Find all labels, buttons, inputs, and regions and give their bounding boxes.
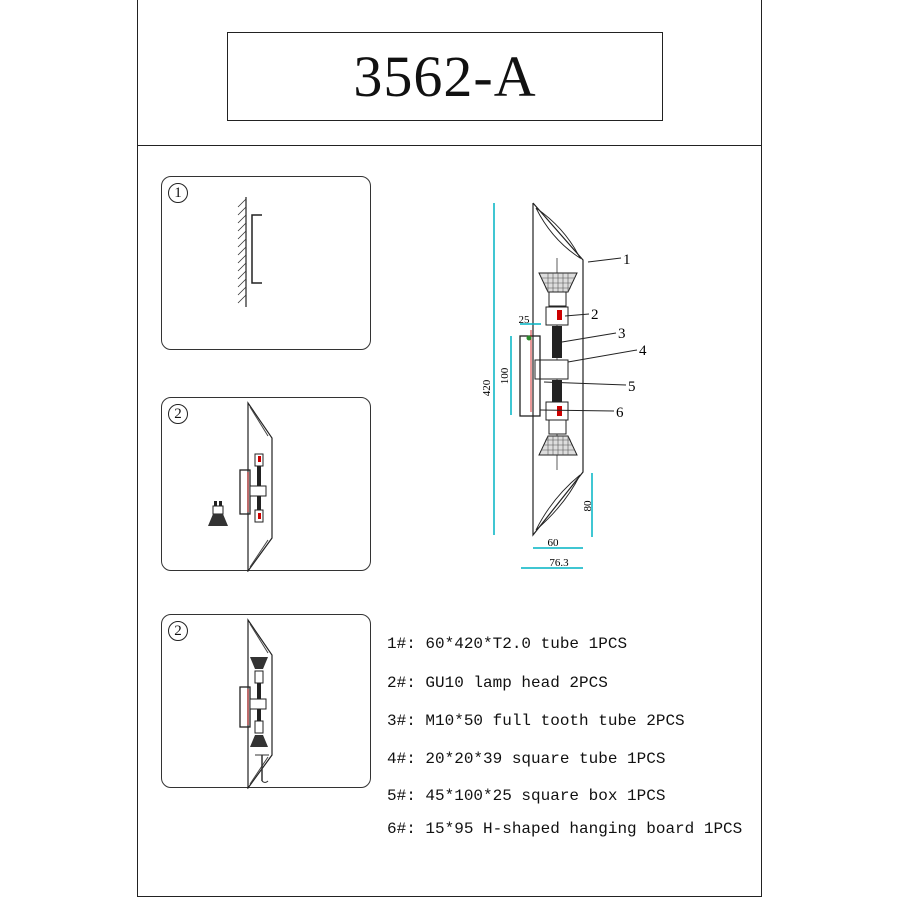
step-number: 2 <box>168 621 188 641</box>
step-1-panel: 1 <box>161 176 371 350</box>
part-item: 3#: M10*50 full tooth tube 2PCS <box>387 712 685 730</box>
header-divider <box>137 145 762 146</box>
part-item: 5#: 45*100*25 square box 1PCS <box>387 787 666 805</box>
step-2-panel: 2 <box>161 397 371 572</box>
gu10-bulb-icon <box>208 501 228 526</box>
part-item: 6#: 15*95 H-shaped hanging board 1PCS <box>387 820 743 838</box>
step-number: 1 <box>168 183 188 203</box>
title-box: 3562-A <box>227 32 663 121</box>
model-title: 3562-A <box>353 44 537 109</box>
wall-bracket-illustration <box>237 197 262 307</box>
part-item: 4#: 20*20*39 square tube 1PCS <box>387 750 666 768</box>
assembled-lamp-illustration <box>239 618 273 789</box>
step-3-panel: 2 <box>161 614 371 789</box>
lamp-insert-illustration <box>208 401 273 572</box>
part-item: 2#: GU10 lamp head 2PCS <box>387 674 608 692</box>
drawing-frame <box>137 0 762 897</box>
part-item: 1#: 60*420*T2.0 tube 1PCS <box>387 635 628 653</box>
step-number: 2 <box>168 404 188 424</box>
